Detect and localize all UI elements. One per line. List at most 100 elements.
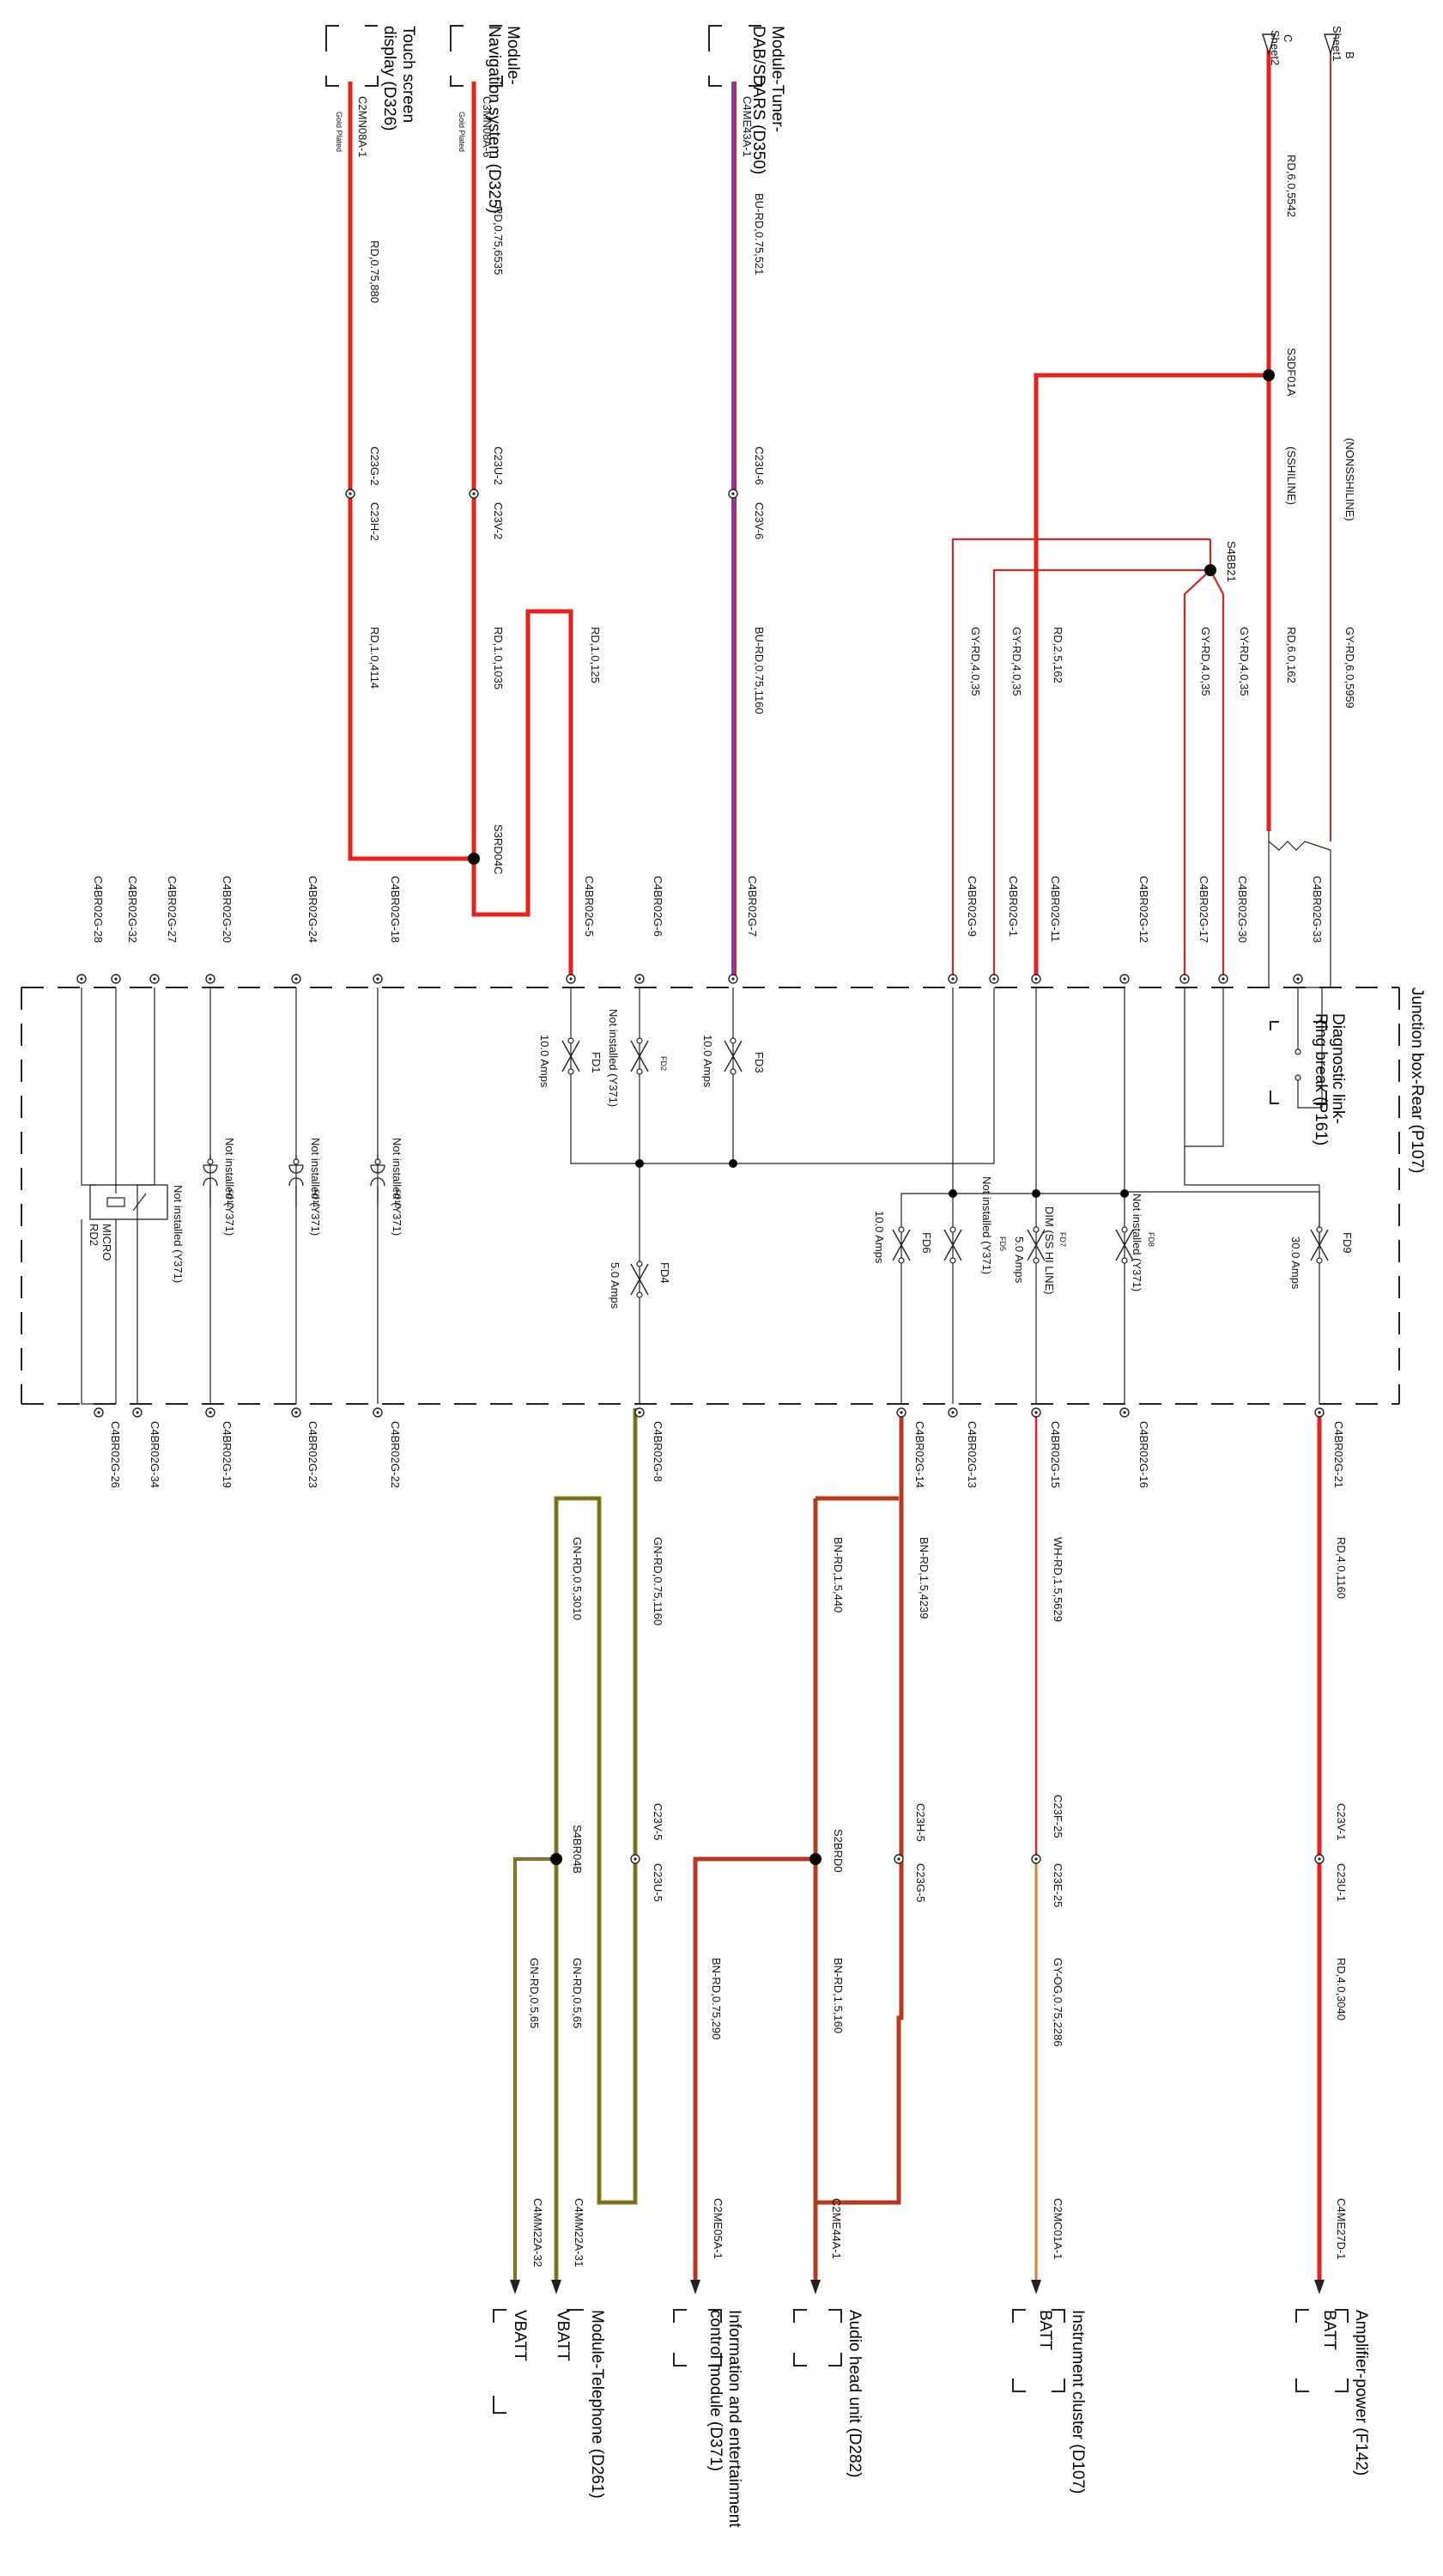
svg-text:Information and entertainmentc: Information and entertainmentcontrol mod… bbox=[706, 2310, 743, 2528]
touch-connector: C2MN08A-1 bbox=[356, 96, 369, 158]
pin-label: C4BR02G-8 bbox=[652, 1421, 664, 1482]
nav-title-1: Module- bbox=[504, 26, 522, 85]
pin-label: C4BR02G-34 bbox=[149, 1421, 161, 1488]
fuse-fd4: FD4 bbox=[658, 1262, 671, 1284]
inline-connector: C23V-5 bbox=[652, 1803, 664, 1840]
fuse-fd12: FD12 bbox=[226, 1189, 234, 1208]
info-title-1: Information and entertainment bbox=[725, 2310, 743, 2528]
inline-connector: C23V-6 bbox=[753, 502, 766, 539]
relay-label: Not installed (Y371) bbox=[172, 1185, 185, 1283]
inline-connector: C23F-25 bbox=[1052, 1795, 1064, 1838]
wire-label: RD,6.0,162 bbox=[1285, 627, 1298, 683]
wire-label: GN-RD,0.5,65 bbox=[528, 1958, 541, 2028]
inline-connector: C23G-5 bbox=[914, 1863, 927, 1903]
fuse-fd11: FD11 bbox=[312, 1189, 320, 1207]
top-inline-connectors: C23G-2 C23H-2 C23U-2 C23V-2 C23U-6 C23V-… bbox=[345, 348, 1298, 875]
wire-label: GY-OG,0.75,2286 bbox=[1052, 1958, 1064, 2047]
wire-label: GY-RD,4.0,35 bbox=[969, 627, 982, 696]
fuse-fd6-rating: 10.0 Amps bbox=[873, 1211, 886, 1264]
fuse-fd9-rating: 30.0 Amps bbox=[1289, 1236, 1302, 1290]
fuse-fd7-note: DIM (SS HI LINE) bbox=[1043, 1206, 1056, 1295]
gold-plated-note: Gold Plated bbox=[335, 112, 343, 152]
wire-label: GN-RD,0.5,3010 bbox=[571, 1537, 584, 1620]
inline-connector: C23V-2 bbox=[492, 502, 505, 539]
wire-label: RD,4.0,1160 bbox=[1335, 1537, 1348, 1599]
wire-label: BU-RD,0.75,521 bbox=[753, 193, 766, 275]
pin-label: C4BR02G-13 bbox=[966, 1421, 979, 1488]
splice-label: S3RD04C bbox=[492, 824, 505, 875]
fuse-fd10: FD10 bbox=[393, 1189, 402, 1208]
pin-label: C4BR02G-15 bbox=[1049, 1421, 1062, 1488]
fuse-fd8: FD8 bbox=[1147, 1232, 1155, 1247]
inline-connector: C23U-2 bbox=[492, 447, 505, 485]
sheet-c-label: C bbox=[1282, 34, 1294, 42]
tuner-connector: C4ME43A-1 bbox=[741, 96, 754, 157]
fuse-fd9: FD9 bbox=[1341, 1232, 1354, 1254]
fuse-fd10-note: Not installed (Y371) bbox=[391, 1138, 403, 1236]
fuse-fd5: FD5 bbox=[998, 1236, 1007, 1251]
module-pin: C2ME05A-1 bbox=[712, 2198, 725, 2259]
bottom-modules: VBATT VBATT Module-Telephone (D261) Info… bbox=[493, 2280, 1370, 2528]
nav-connector: C3MN08A-6 bbox=[481, 96, 494, 158]
amplifier-title: Amplifier-power (F142) bbox=[1352, 2310, 1370, 2476]
splice-label: S3DF01A bbox=[1285, 348, 1298, 397]
pin-label: C4BR02G-19 bbox=[221, 1421, 233, 1488]
wire-label: RD,0.75,6535 bbox=[492, 206, 505, 275]
pin-label: C4BR02G-22 bbox=[389, 1421, 402, 1488]
bottom-wire-labels: GN-RD,0.75,1160 GN-RD,0.5,3010 GN-RD,0.5… bbox=[528, 1537, 1348, 2047]
pin-label: C4BR02G-32 bbox=[126, 876, 139, 943]
svg-text:Module-Navigation system (D325: Module-Navigation system (D325) bbox=[485, 26, 522, 214]
wire-label: BN-RD,1.5,440 bbox=[832, 1537, 845, 1613]
pin-label: C4BR02G-6 bbox=[652, 876, 664, 937]
wire-label: BN-RD,0.75,290 bbox=[710, 1958, 723, 2039]
bottom-inline-connectors: C23V-5 C23U-5 S4BR04B C23H-5 C23G-5 S2BR… bbox=[531, 1795, 1348, 2267]
pin-label: C4BR02G-7 bbox=[746, 876, 759, 937]
fuse-fd5-note: Not installed (Y371) bbox=[980, 1176, 993, 1274]
wire-label: GN-RD,0.75,1160 bbox=[652, 1537, 664, 1625]
sheet-c-name: Sheet2 bbox=[1269, 30, 1282, 65]
nav-title-2: Navigation system (D325) bbox=[485, 26, 503, 214]
splice-label: S2BRD0 bbox=[832, 1829, 845, 1873]
nonss-note: (NONSSHILINE) bbox=[1343, 438, 1356, 521]
splice-s4bb21 bbox=[1204, 564, 1216, 576]
fuse-fd6: FD6 bbox=[920, 1232, 933, 1254]
pin-label: C4BR02G-33 bbox=[1311, 876, 1324, 943]
touch-screen-title-2: display (D326) bbox=[380, 26, 398, 131]
fuse-fd1: FD1 bbox=[590, 1052, 603, 1073]
relay-rd2: RD2 bbox=[88, 1224, 100, 1246]
instrument-title: Instrument cluster (D107) bbox=[1069, 2310, 1087, 2494]
pin-label: C4BR02G-20 bbox=[221, 876, 233, 943]
wire-label: RD,6.0,5542 bbox=[1285, 155, 1298, 217]
pin-label: C4BR02G-27 bbox=[166, 876, 179, 943]
module-pin: C4MM22A-32 bbox=[531, 2198, 544, 2267]
tuner-module: Module-Tuner-DAB/SDARS (D350) C4ME43A-1 bbox=[708, 25, 786, 174]
module-pin: C2MC01A-1 bbox=[1052, 2198, 1064, 2260]
tuner-title-2: DAB/SDARS (D350) bbox=[749, 26, 767, 174]
sshi-note: (SSHILINE) bbox=[1285, 447, 1298, 505]
splice-s4br04b bbox=[550, 1853, 562, 1865]
pin-label: C4BR02G-30 bbox=[1236, 876, 1249, 943]
wire-label: RD,2.5,162 bbox=[1052, 627, 1064, 683]
inline-connector: C23H-2 bbox=[368, 502, 381, 541]
inline-connector: C23G-2 bbox=[368, 447, 381, 486]
junction-box: Junction box-Rear (P107) Diagnostic link… bbox=[21, 831, 1426, 1488]
wire-label: GY-RD,4.0,35 bbox=[1199, 627, 1212, 696]
wire-label: BU-RD,0.75,1160 bbox=[753, 627, 766, 714]
fuse-fd12-note: Not installed (Y371) bbox=[223, 1138, 236, 1236]
fuse-fd1-rating: 10.0 Amps bbox=[538, 1035, 551, 1088]
pin-label: C4BR02G-11 bbox=[1049, 876, 1062, 942]
gold-plated-note-2: Gold Plated bbox=[458, 112, 466, 152]
pin-label: C4BR02G-17 bbox=[1197, 876, 1210, 943]
vbatt-1: VBATT bbox=[554, 2310, 572, 2361]
pin-label: C4BR02G-26 bbox=[109, 1421, 122, 1488]
fuse-fd3-rating: 10.0 Amps bbox=[701, 1035, 714, 1088]
splice-s3rd04c bbox=[468, 853, 480, 865]
fuse-fd7: FD7 bbox=[1058, 1232, 1067, 1247]
fuse-fd7-rating: 5.0 Amps bbox=[1013, 1236, 1026, 1284]
pin-label: C4BR02G-23 bbox=[306, 1421, 319, 1488]
wire-label: RD,0.75,880 bbox=[368, 240, 381, 303]
info-title-2: control module (D371) bbox=[706, 2310, 725, 2471]
wire-label: GY-RD,6.0,5959 bbox=[1343, 627, 1356, 708]
pin-label: C4BR02G-12 bbox=[1137, 876, 1150, 943]
fuse-fd11-note: Not installed (Y371) bbox=[309, 1138, 322, 1236]
